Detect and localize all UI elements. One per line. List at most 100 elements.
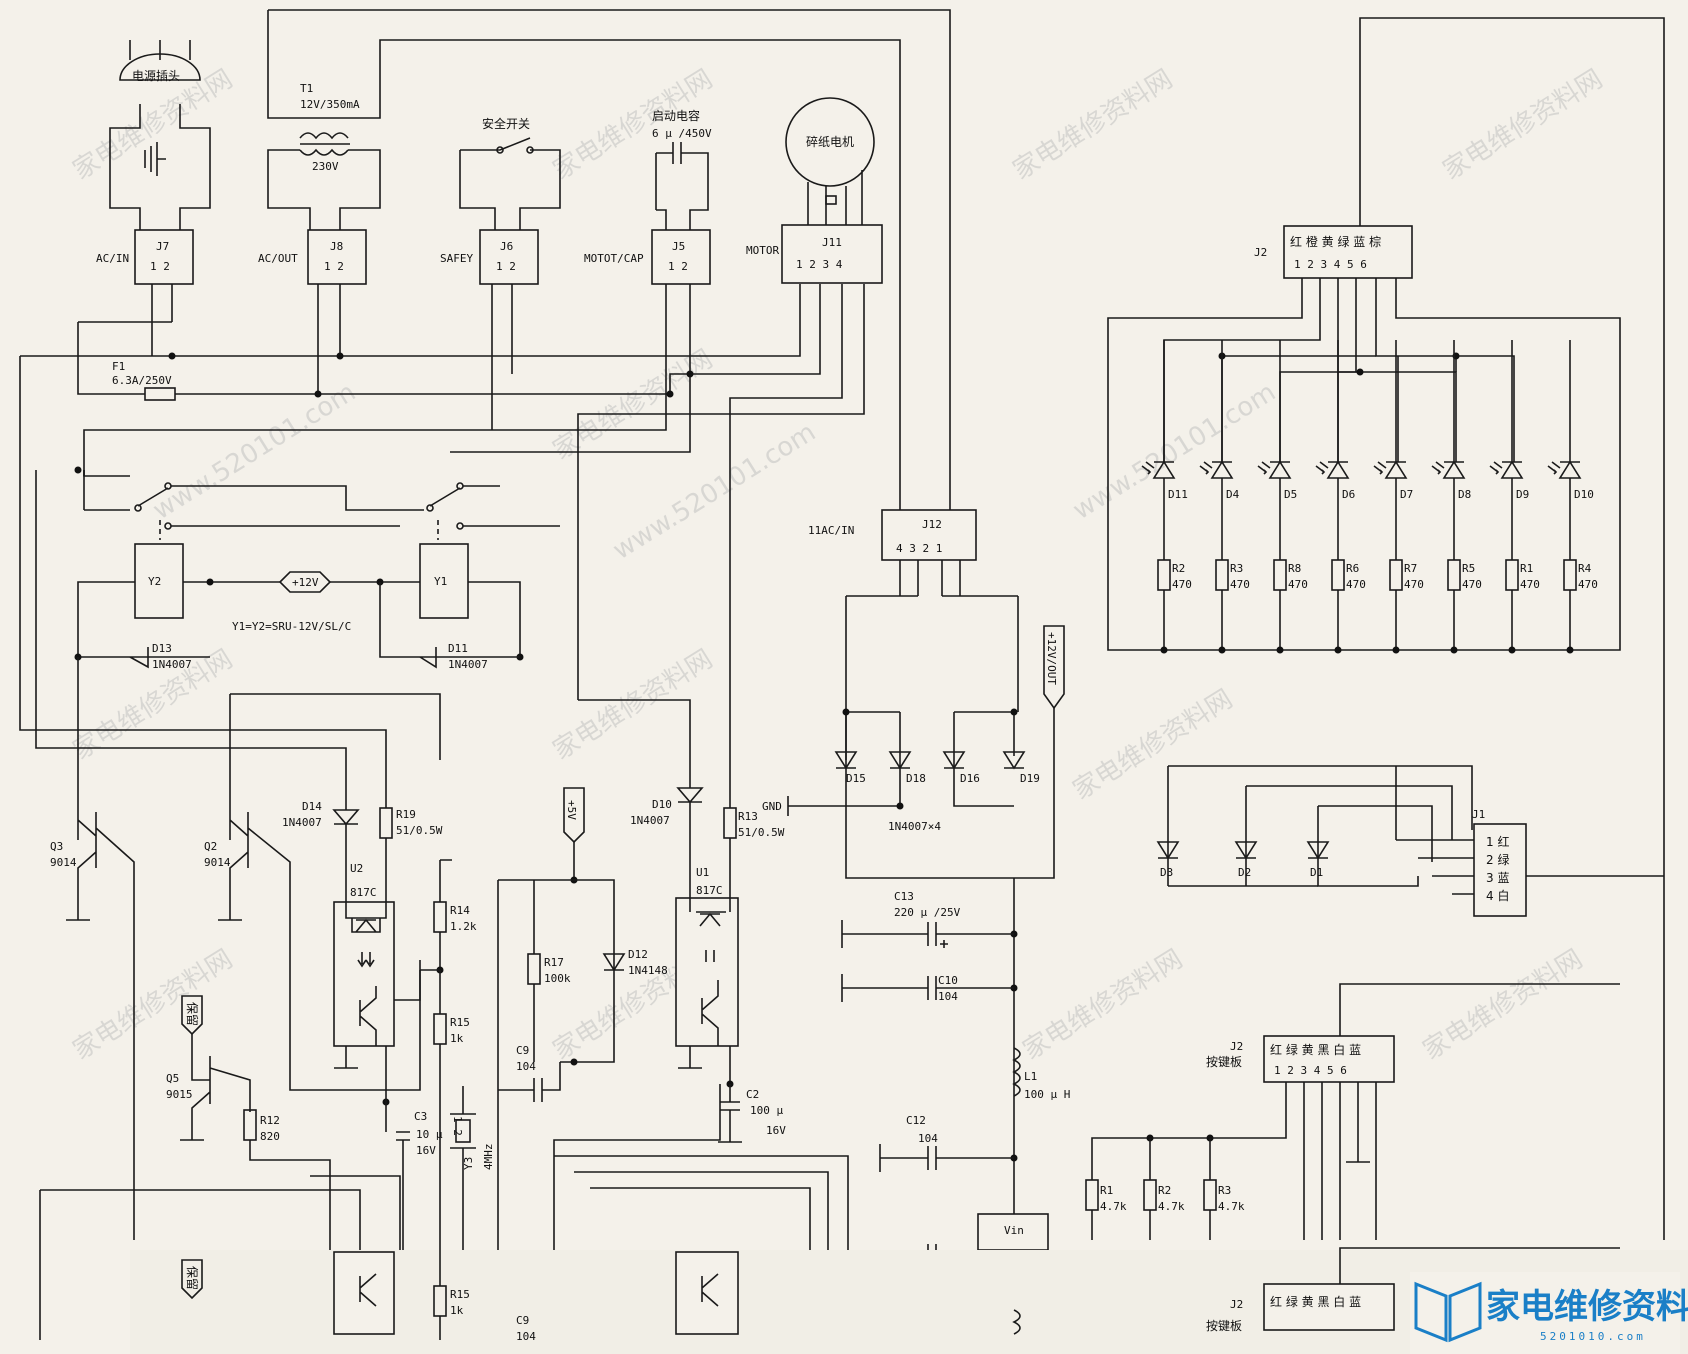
svg-text:Q2: Q2: [204, 840, 217, 853]
connector-j2-keyboard: 红 绿 黄 黑 白 蓝 1 2 3 4 5 6 J2 按键板 R1 4.7k R…: [1085, 983, 1620, 1240]
svg-text:L1: L1: [1024, 1070, 1037, 1083]
j6-name: SAFEY: [440, 252, 473, 265]
j11-name: MOTOR: [746, 244, 779, 257]
svg-text:4.7k: 4.7k: [1218, 1200, 1245, 1213]
svg-text:D10: D10: [652, 798, 672, 811]
svg-text:3 蓝: 3 蓝: [1486, 871, 1509, 885]
svg-text:1N4007: 1N4007: [152, 658, 192, 671]
capacitor-c2: C2 100 μ 16V: [553, 1080, 786, 1250]
relay-contacts: [83, 470, 560, 540]
svg-text:220 μ /25V: 220 μ /25V: [894, 906, 961, 919]
svg-text:+5V: +5V: [565, 800, 578, 820]
resistor-r13: R13 51/0.5W: [723, 690, 785, 880]
svg-text:J12: J12: [922, 518, 942, 531]
svg-text:1.2k: 1.2k: [450, 920, 477, 933]
power-plug: 电源插头: [109, 40, 211, 230]
svg-text:1 2 3 4 5 6: 1 2 3 4 5 6: [1274, 1064, 1347, 1077]
svg-text:1k: 1k: [450, 1032, 464, 1045]
svg-text:100 μ H: 100 μ H: [1024, 1088, 1070, 1101]
svg-text:4 白: 4 白: [1486, 888, 1509, 903]
svg-text:保留: 保留: [185, 1266, 199, 1290]
svg-text:817C: 817C: [350, 886, 377, 899]
diode-d11: D11 1N4007: [419, 642, 520, 671]
reserved-tag: 保留: [181, 995, 203, 1036]
svg-text:R19: R19: [396, 808, 416, 821]
svg-text:C2: C2: [746, 1088, 759, 1101]
svg-text:按键板: 按键板: [1206, 1055, 1242, 1069]
rail-gnd: GND: [762, 796, 846, 816]
svg-text:51/0.5W: 51/0.5W: [396, 824, 443, 837]
svg-text:R2: R2: [1158, 1184, 1171, 1197]
resistor-r15: R15 1k: [433, 970, 470, 1250]
svg-text:J8: J8: [330, 240, 343, 253]
svg-text:D15: D15: [846, 772, 866, 785]
svg-text:R15: R15: [450, 1288, 470, 1301]
diode-d14: D14 1N4007: [282, 800, 360, 880]
svg-text:D12: D12: [628, 948, 648, 961]
svg-text:100k: 100k: [544, 972, 571, 985]
book-icon: [1414, 1281, 1448, 1343]
supply-filter: C13 220 μ /25V C10 104 L1 100 μ H C12 10…: [841, 878, 1070, 1330]
svg-text:C12: C12: [906, 1114, 926, 1127]
svg-text:按键板: 按键板: [1206, 1319, 1242, 1333]
svg-text:J6: J6: [500, 240, 513, 253]
capacitor-c3: C3 10 μ 16V: [382, 1046, 443, 1250]
svg-text:104: 104: [938, 990, 958, 1003]
svg-text:2 绿: 2 绿: [1486, 852, 1509, 867]
logo-url: 5201010.com: [1540, 1330, 1646, 1343]
svg-text:Y3: Y3: [462, 1157, 475, 1170]
site-logo: 家电维修资料网 5201010.com: [1410, 1272, 1688, 1354]
resistor-r14: R14 1.2k: [420, 859, 477, 974]
svg-text:C3: C3: [414, 1110, 427, 1123]
svg-text:104: 104: [516, 1060, 536, 1073]
svg-text:D19: D19: [1020, 772, 1040, 785]
svg-text:100 μ: 100 μ: [750, 1104, 783, 1117]
svg-text:9015: 9015: [166, 1088, 193, 1101]
svg-text:9014: 9014: [50, 856, 77, 869]
safety-switch: 安全开关: [459, 116, 561, 230]
svg-text:D14: D14: [302, 800, 322, 813]
connector-j5: J5 1 2 MOTOT/CAP: [584, 229, 711, 285]
svg-text:1 2: 1 2: [496, 260, 516, 273]
svg-text:J2: J2: [1230, 1298, 1243, 1311]
diode-d10: D10 1N4007: [578, 699, 704, 880]
svg-text:C9: C9: [516, 1044, 529, 1057]
svg-text:碎纸电机: 碎纸电机: [806, 134, 854, 149]
svg-text:J5: J5: [672, 240, 685, 253]
resistor-r12: R12 820: [243, 1109, 331, 1250]
svg-text:Y2: Y2: [148, 575, 161, 588]
svg-text:R17: R17: [544, 956, 564, 969]
connector-j1: D3 D2 D1 J1 1 红 2 绿 3 蓝 4 白: [1156, 765, 1664, 917]
svg-text:1 红: 1 红: [1486, 834, 1509, 849]
shredder-motor: 碎纸电机: [785, 97, 875, 225]
svg-text:1N4007: 1N4007: [630, 814, 670, 827]
connector-j6: J6 1 2 SAFEY: [440, 229, 539, 285]
svg-text:1 2: 1 2: [668, 260, 688, 273]
svg-text:1N4007: 1N4007: [448, 658, 488, 671]
svg-text:R3: R3: [1218, 1184, 1231, 1197]
svg-text:4.7k: 4.7k: [1158, 1200, 1185, 1213]
connector-j11: J11 1 2 3 4 MOTOR: [746, 224, 883, 284]
optocoupler-u1: U1 817C: [675, 866, 739, 1084]
svg-text:+12V/OUT: +12V/OUT: [1045, 632, 1058, 685]
svg-text:820: 820: [260, 1130, 280, 1143]
svg-text:1 2 3 4: 1 2 3 4: [796, 258, 843, 271]
svg-text:D18: D18: [906, 772, 926, 785]
svg-text:T1: T1: [300, 82, 313, 95]
j12-name: 11AC/IN: [808, 524, 854, 537]
power-plug-label: 电源插头: [132, 69, 180, 83]
bridge-rectifier: D15 D18 D16 D19 1N4007×4: [834, 595, 1055, 879]
resistor-r17: R17 100k: [527, 953, 571, 985]
rail-out12v: +12V/OUT: [1043, 625, 1065, 710]
svg-text:Vin: Vin: [1004, 1224, 1024, 1237]
svg-text:4.7k: 4.7k: [1100, 1200, 1127, 1213]
svg-text:1N4007×4: 1N4007×4: [888, 820, 941, 833]
connector-j7: J7 1 2 AC/IN: [96, 229, 194, 285]
j5-name: MOTOT/CAP: [584, 252, 644, 265]
svg-text:R14: R14: [450, 904, 470, 917]
svg-text:6.3A/250V: 6.3A/250V: [112, 374, 172, 387]
capacitor-c9: C9 104: [498, 1044, 578, 1102]
svg-text:红 绿 黄 黑 白 蓝: 红 绿 黄 黑 白 蓝: [1270, 1042, 1361, 1057]
svg-text:Q5: Q5: [166, 1072, 179, 1085]
svg-text:安全开关: 安全开关: [482, 116, 530, 131]
